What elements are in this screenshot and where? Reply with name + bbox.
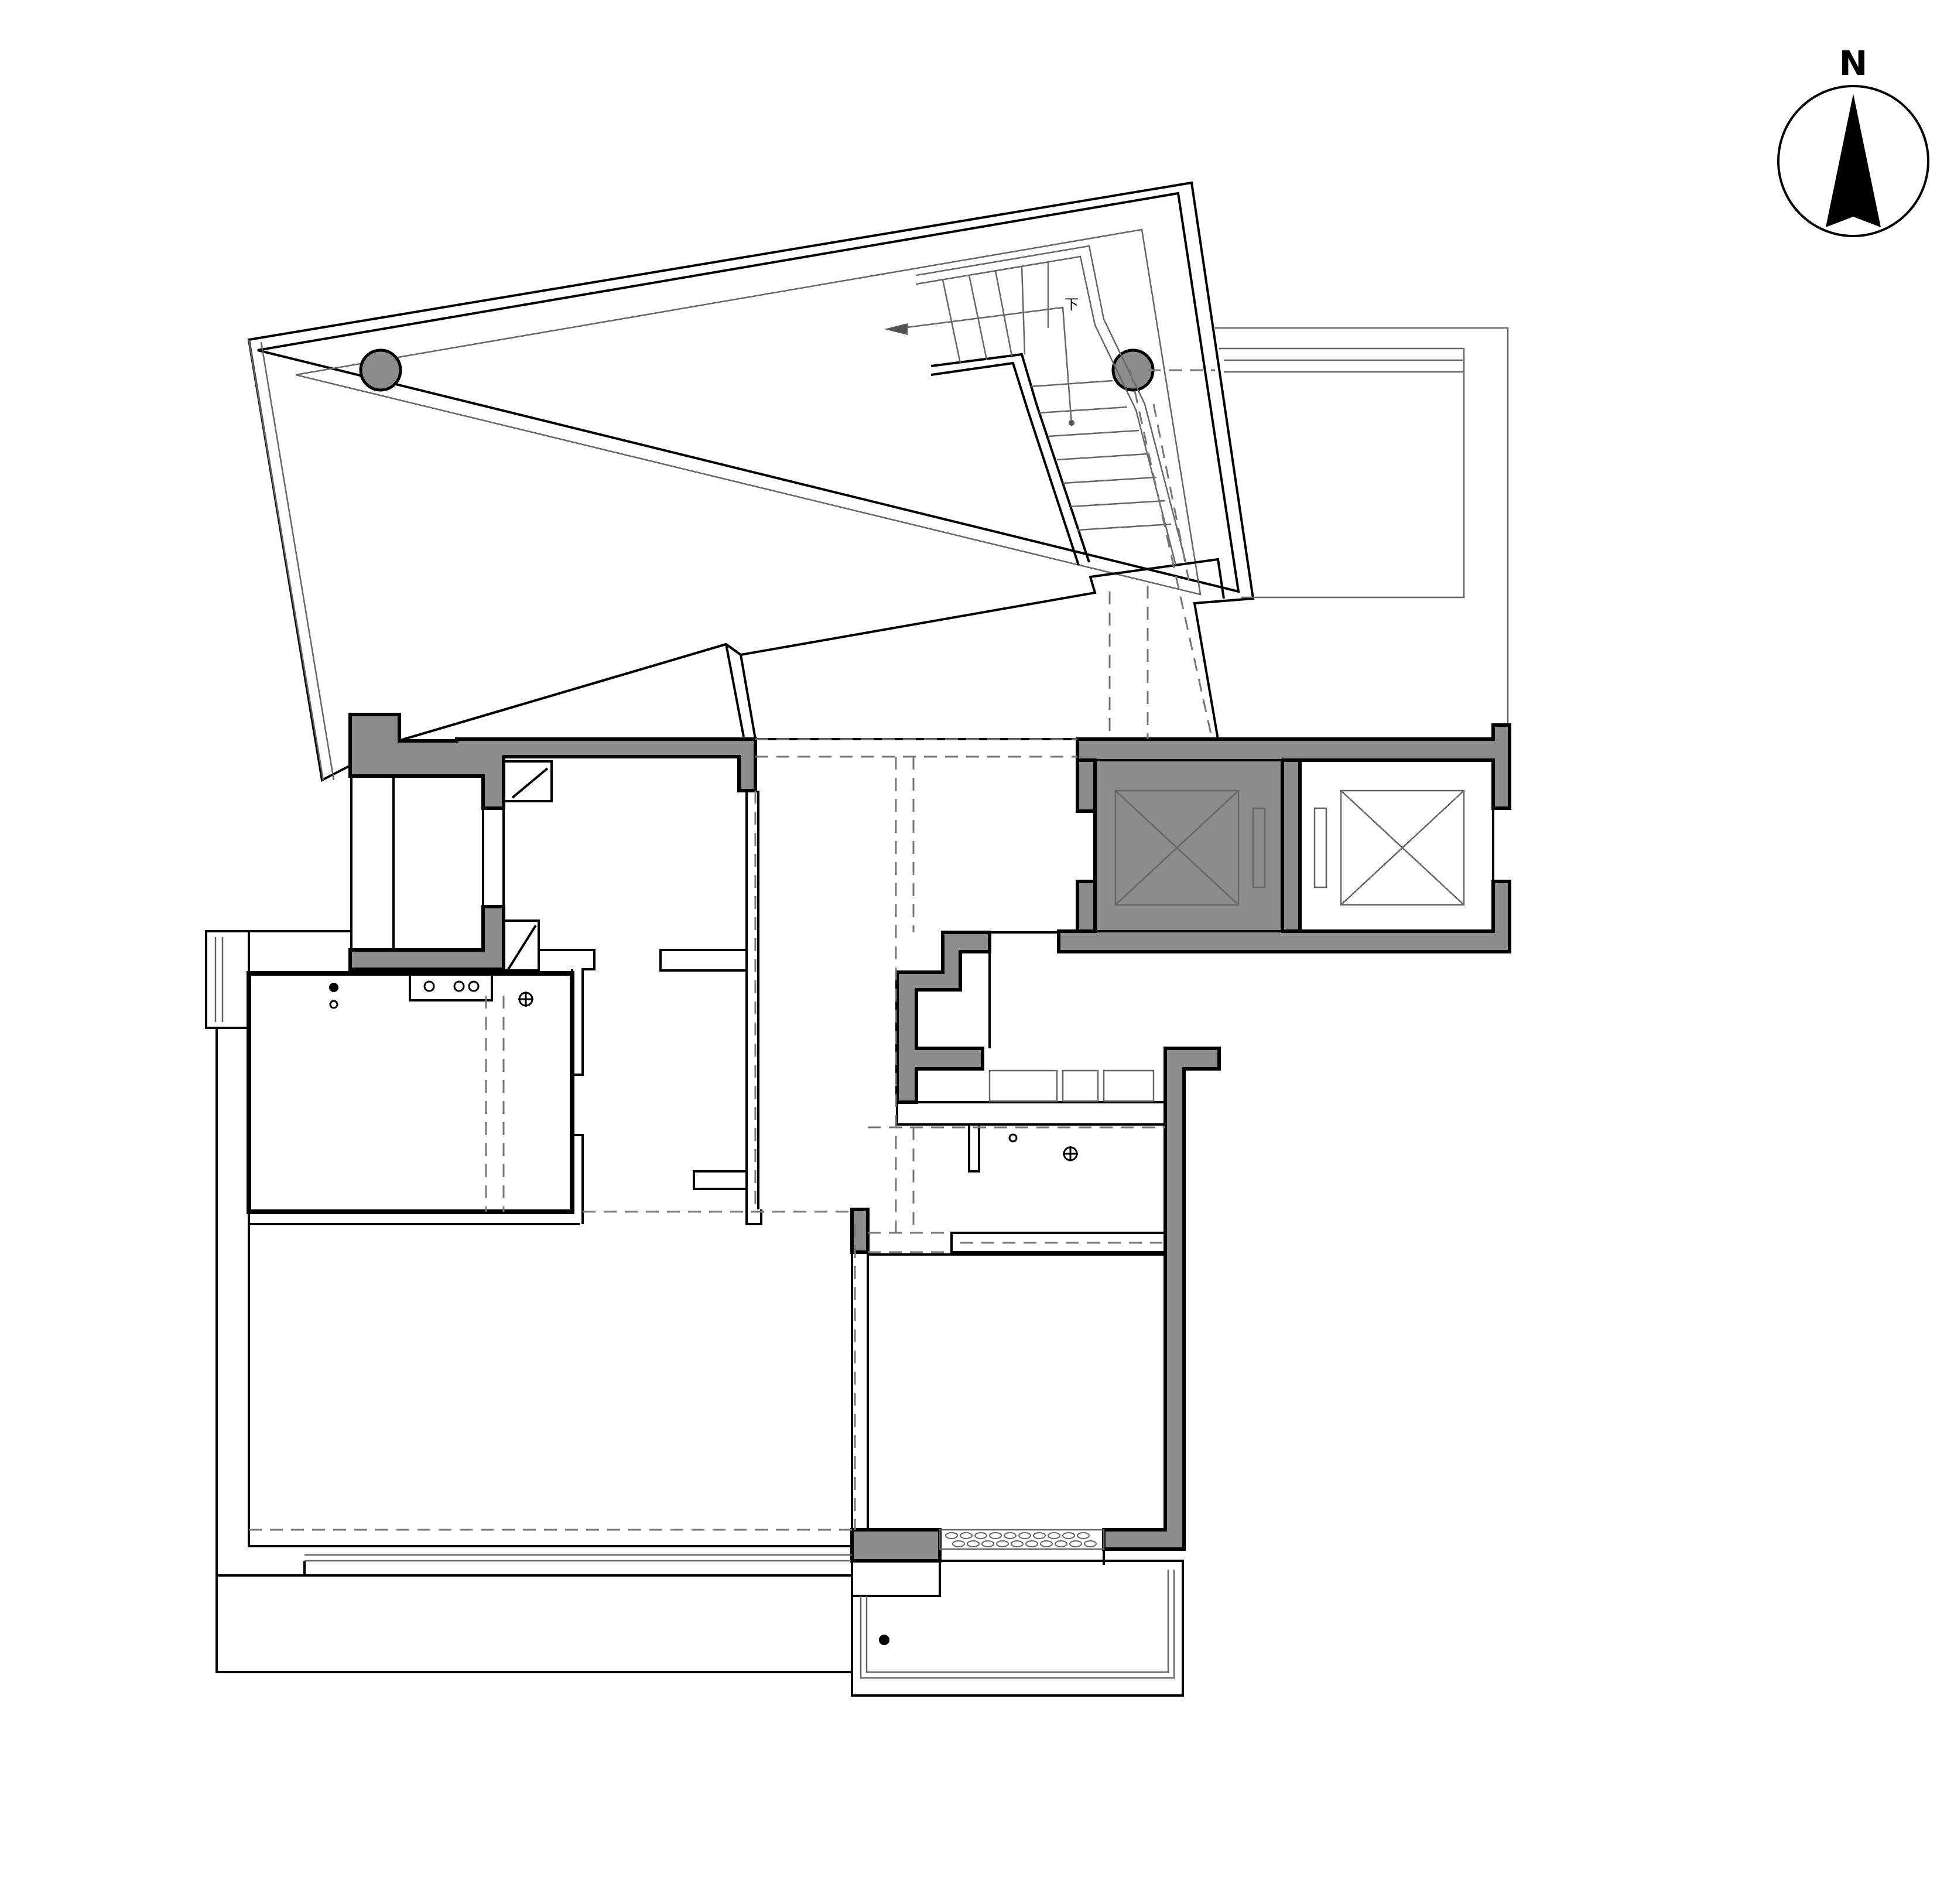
beam-lines <box>249 369 1215 1531</box>
column <box>1111 348 1155 392</box>
north-label: N <box>1839 43 1868 83</box>
elevator-right <box>1299 759 1494 932</box>
room-outlines <box>205 757 1184 1697</box>
upper-terrace <box>247 181 1509 782</box>
north-compass: N <box>1777 43 1929 237</box>
stair-direction-label: 下 <box>1065 296 1079 313</box>
elevator-left <box>1094 759 1284 932</box>
stair-down-arrow-icon <box>884 323 908 335</box>
north-arrow-icon <box>1826 94 1881 227</box>
structural-walls <box>348 713 1511 1563</box>
column <box>359 348 402 392</box>
staircase: 下 <box>884 245 1187 566</box>
